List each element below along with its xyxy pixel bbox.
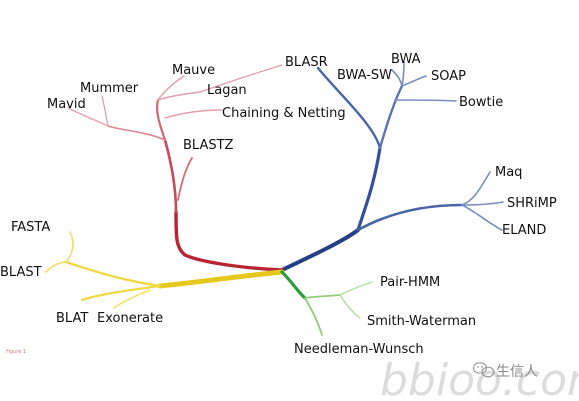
red-upper-stem: [163, 138, 178, 214]
label-blast: BLAST: [0, 265, 42, 280]
blue-bwa-sw-branch: [391, 69, 403, 87]
red-blasr-twig: [199, 64, 283, 93]
green-smith-branch: [339, 294, 361, 319]
blue-bwa-stem: [378, 84, 404, 150]
wechat-icon: [472, 362, 495, 378]
label-pair-hmm: Pair-HMM: [380, 275, 440, 290]
label-bwa-sw: BWA-SW: [337, 68, 392, 83]
label-needleman-wunsch: Needleman-Wunsch: [294, 342, 424, 357]
label-bwa: BWA: [391, 52, 421, 67]
blue-shrimp-branch: [461, 201, 504, 206]
label-bowtie: Bowtie: [459, 95, 503, 110]
tool-labels: BLASR BWA BWA-SW SOAP Bowtie Maq SHRiMP …: [0, 52, 557, 357]
blue-upper-split: [316, 66, 382, 150]
label-chaining: Chaining & Netting: [222, 106, 346, 121]
label-lagan: Lagan: [207, 83, 247, 98]
blue-lower-stem: [356, 203, 464, 232]
label-maq: Maq: [495, 165, 522, 180]
label-blasr: BLASR: [285, 55, 328, 70]
red-mummer-upper: [101, 95, 109, 127]
blue-eland-branch: [461, 204, 503, 231]
label-shrimp: SHRiMP: [507, 196, 557, 211]
blue-maq-branch: [461, 171, 491, 206]
red-clade: [67, 64, 284, 272]
yellow-blast-branch: [45, 261, 67, 273]
red-mid-split: [156, 98, 167, 142]
label-exonerate: Exonerate: [97, 311, 163, 326]
watermark-domain: bbioo.com: [380, 355, 579, 401]
label-blat: BLAT: [56, 311, 88, 326]
label-smith-waterman: Smith-Waterman: [367, 314, 476, 329]
red-trunk: [174, 210, 284, 272]
red-lagan-branch: [157, 91, 201, 101]
label-mauve: Mauve: [172, 63, 215, 78]
red-blastz-branch: [177, 157, 193, 201]
blue-upper-stem: [356, 146, 382, 232]
yellow-exonerate-branch: [113, 289, 151, 309]
label-fasta: FASTA: [11, 220, 50, 235]
yellow-fasta-blast-branch: [64, 260, 162, 288]
green-trunk: [280, 270, 307, 300]
green-clade: [280, 270, 373, 336]
yellow-clade: [45, 231, 285, 309]
label-mummer: Mummer: [80, 81, 139, 96]
red-mauve-branch: [157, 75, 185, 101]
blue-trunk: [280, 228, 360, 272]
red-mavid-branch: [67, 107, 109, 127]
yellow-trunk: [157, 269, 285, 289]
green-mid-branch: [304, 294, 341, 299]
label-blastz: BLASTZ: [183, 138, 234, 153]
blue-soap-branch: [401, 75, 427, 87]
label-mavid: Mavid: [47, 97, 86, 112]
red-chaining-branch: [164, 109, 223, 119]
watermark-account: 生信人: [496, 364, 538, 380]
blue-clade: [280, 61, 504, 272]
yellow-fasta-branch: [65, 231, 74, 263]
blue-bwa-branch: [401, 61, 405, 87]
watermark: bbioo.com 生信人: [380, 355, 579, 401]
label-soap: SOAP: [431, 69, 466, 84]
yellow-blat-branch: [80, 284, 162, 302]
red-mummer-branch: [107, 125, 166, 141]
blue-bowtie-branch: [394, 99, 457, 102]
corner-caption: Figure 1: [6, 349, 26, 355]
green-needleman-branch: [304, 297, 323, 336]
green-pairhmm-branch: [339, 281, 373, 296]
label-eland: ELAND: [502, 223, 546, 238]
